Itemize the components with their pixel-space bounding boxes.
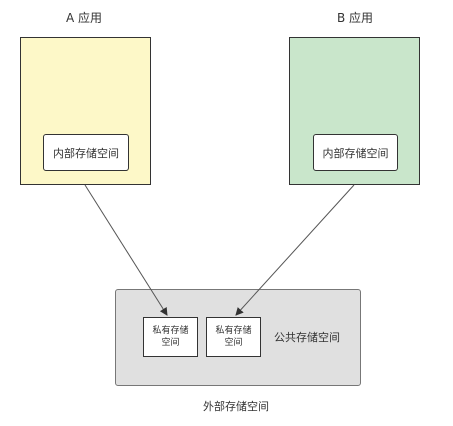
public-storage-label: 公共存储空间 <box>274 331 340 344</box>
private-storage-a: 私有存储 空间 <box>143 317 198 357</box>
app-a-internal-storage: 内部存储空间 <box>43 134 129 171</box>
external-storage-caption: 外部存储空间 <box>203 400 269 413</box>
private-storage-b-line2: 空间 <box>224 338 243 348</box>
private-storage-b: 私有存储 空间 <box>206 317 261 357</box>
app-b-title: B 应用 <box>337 11 374 25</box>
private-storage-a-line2: 空间 <box>161 338 180 348</box>
private-storage-a-line1: 私有存储 <box>152 326 189 336</box>
private-storage-b-line1: 私有存储 <box>215 326 252 336</box>
app-a-title: A 应用 <box>66 11 103 25</box>
app-b-internal-storage: 内部存储空间 <box>313 134 398 171</box>
